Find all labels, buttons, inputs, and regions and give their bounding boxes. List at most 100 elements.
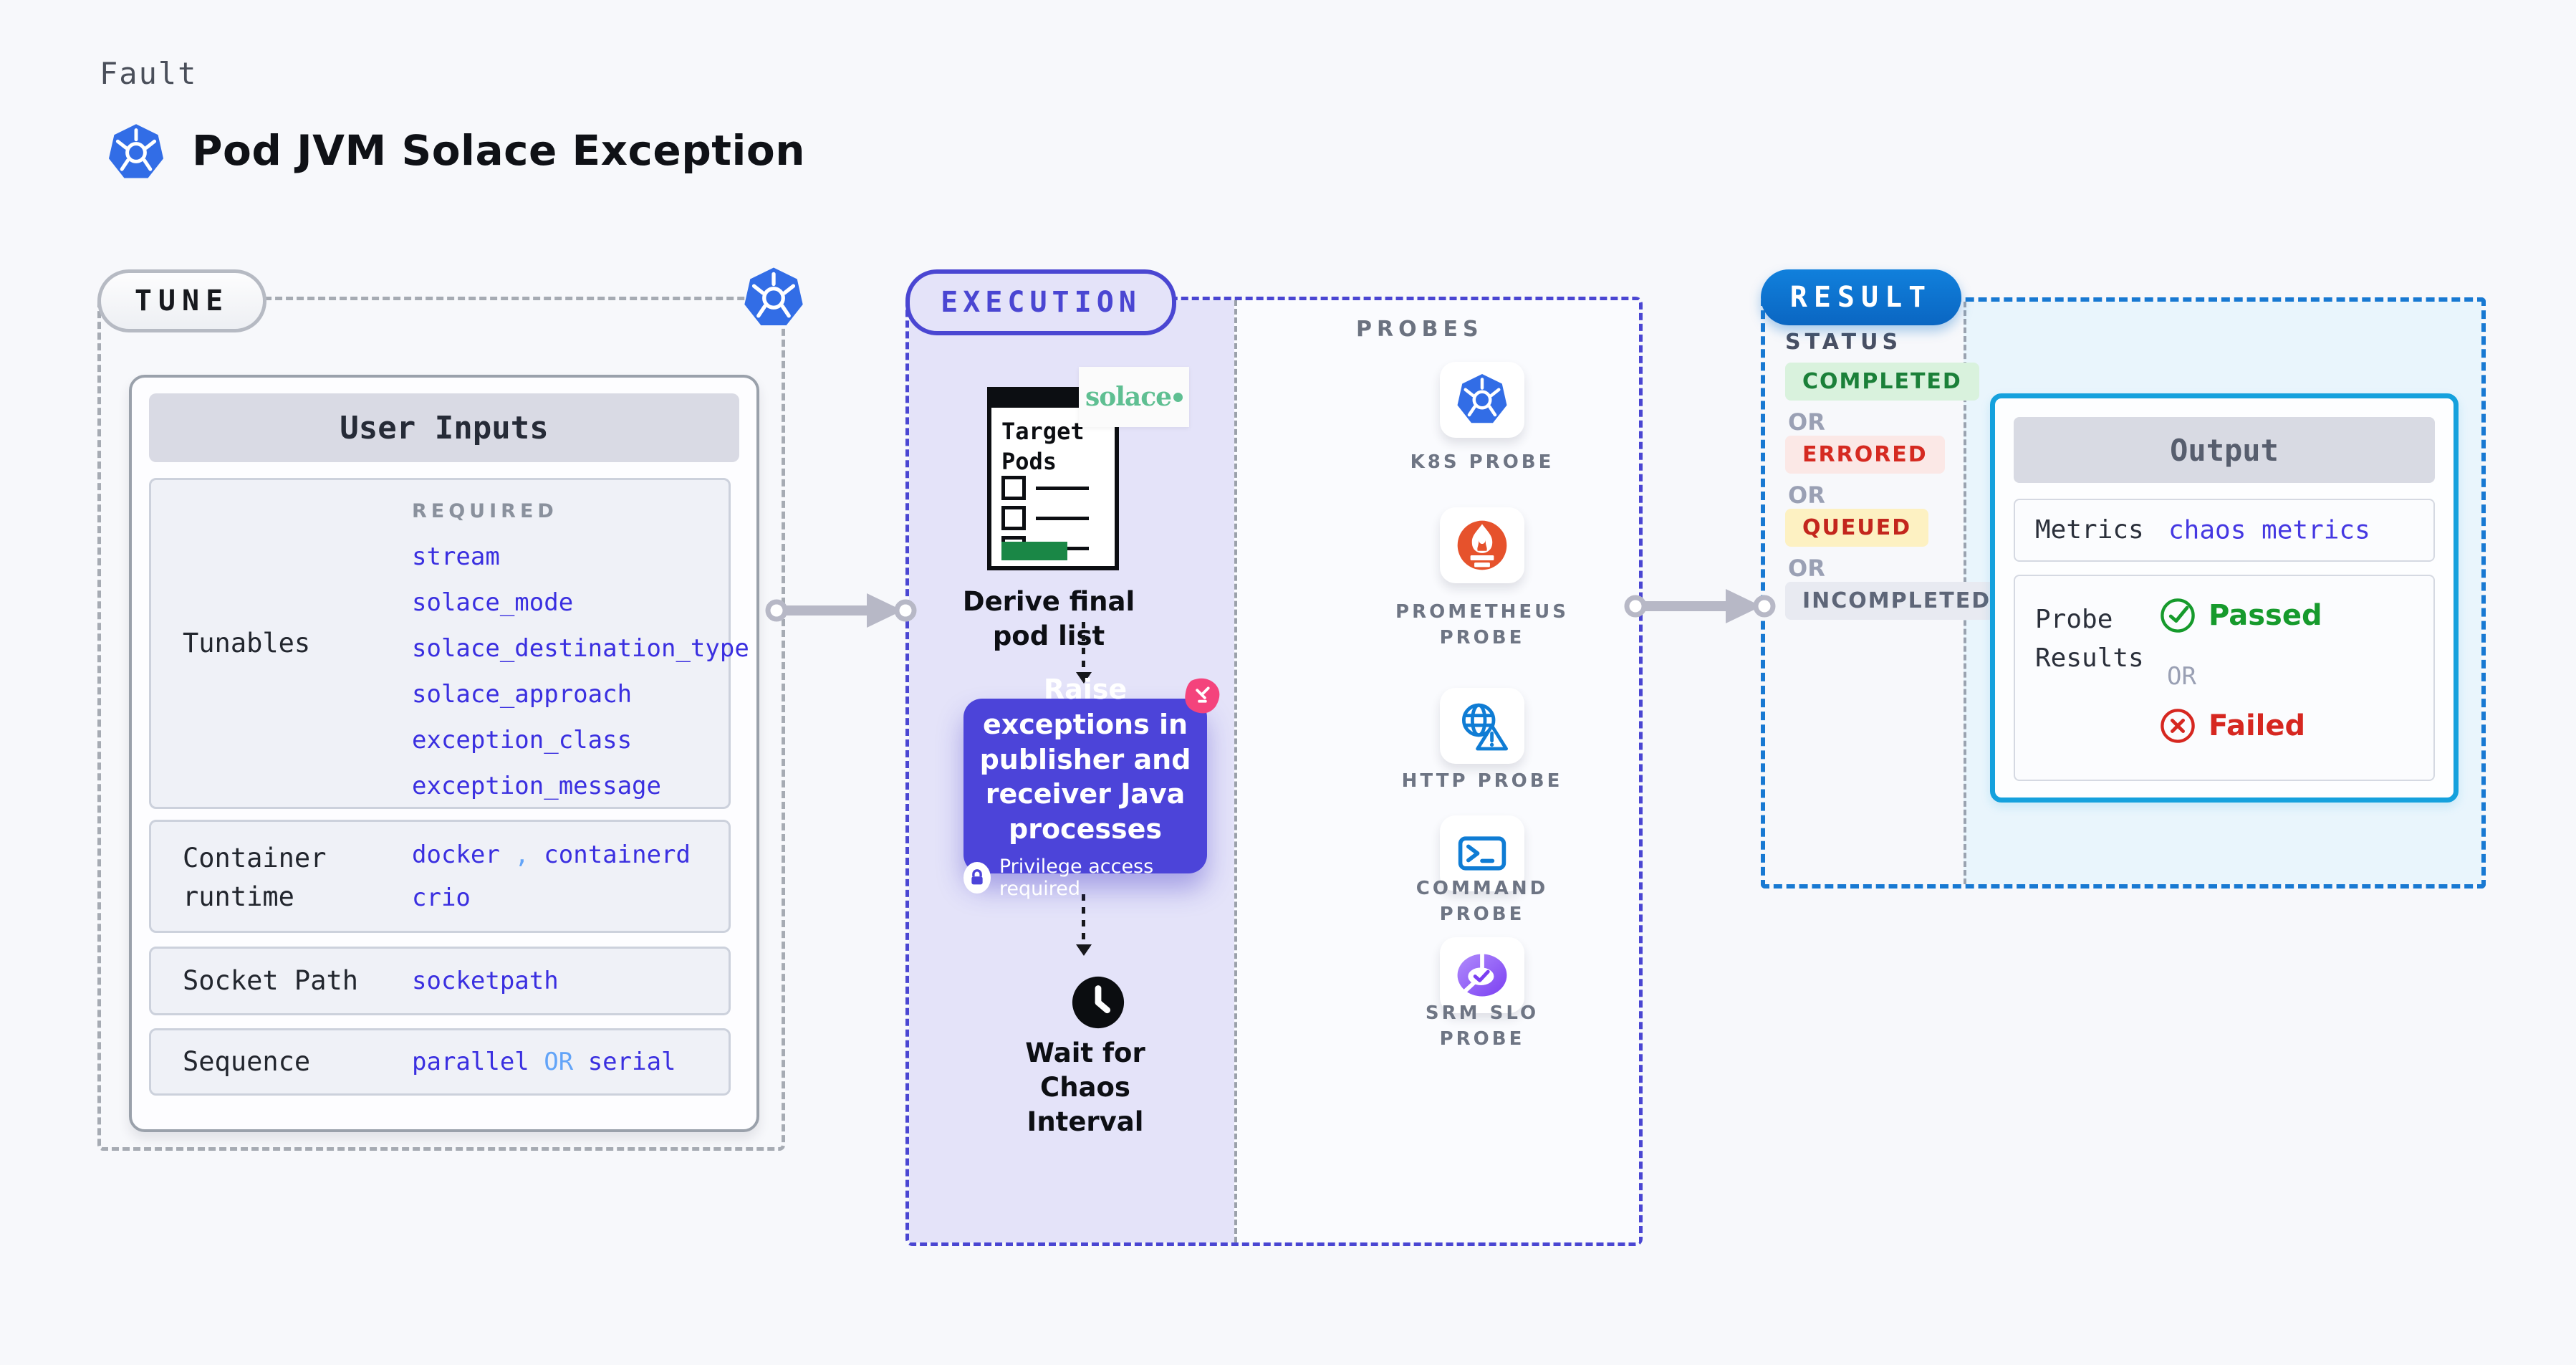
derive-step-text: Derive final pod list (962, 586, 1135, 652)
status-badge-incompleted: INCOMPLETED (1785, 582, 2009, 620)
tune-badge: TUNE (97, 269, 266, 332)
tunable-value: exception_message (412, 772, 661, 800)
k8s-probe-card (1440, 362, 1524, 438)
output-title: Output (2014, 417, 2435, 483)
page-title: Pod JVM Solace Exception (192, 126, 806, 175)
container-runtime-row: Container runtime docker , containerd cr… (149, 820, 731, 933)
x-circle-icon (2161, 709, 2195, 743)
status-heading: STATUS (1785, 330, 1903, 355)
metrics-value: chaos metrics (2168, 515, 2370, 545)
checkbox-icon (1001, 476, 1026, 500)
metrics-label: Metrics (2035, 515, 2144, 545)
terminal-icon (1453, 825, 1511, 882)
runtime-docker: docker (412, 840, 500, 869)
sequence-row: Sequence parallel OR serial (149, 1028, 731, 1096)
container-runtime-label: Container runtime (183, 843, 327, 912)
required-tag: REQUIRED (412, 500, 558, 522)
solace-logo-text: solace (1085, 382, 1172, 412)
chaos-icon (1185, 678, 1220, 714)
runtime-containerd: containerd (544, 840, 691, 869)
metrics-row: Metrics chaos metrics (2014, 499, 2435, 562)
list-line (1036, 486, 1089, 490)
kubernetes-icon (1455, 372, 1509, 428)
runtime-crio: crio (412, 883, 471, 912)
probes-area (1234, 300, 1639, 1242)
kubernetes-icon (106, 122, 166, 183)
probe-label: PROMETHEUS PROBE (1395, 601, 1569, 649)
prometheus-probe-card (1440, 507, 1524, 583)
prometheus-icon (1454, 517, 1510, 573)
probe-results-row: Probe Results Passed OR Failed (2014, 575, 2435, 781)
clock-icon (1072, 976, 1125, 1029)
tunable-value: solace_mode (412, 588, 574, 617)
sequence-value: parallel OR serial (412, 1048, 676, 1076)
sequence-serial: serial (587, 1048, 676, 1076)
probes-divider (1234, 300, 1237, 1242)
raise-exceptions-text: Raise exceptions in publisher and receiv… (979, 674, 1191, 845)
checkbox-icon (1001, 506, 1026, 530)
srm-slo-probe-card (1440, 937, 1524, 1013)
probe-label: HTTP PROBE (1401, 770, 1563, 792)
result-badge: RESULT (1761, 269, 1961, 325)
or-label: OR (1788, 482, 1825, 509)
socket-path-row: Socket Path socketpath (149, 947, 731, 1015)
sequence-label: Sequence (183, 1046, 311, 1078)
kubernetes-icon (741, 265, 807, 331)
tune-section (97, 297, 785, 1151)
passed-result: Passed (2158, 596, 2322, 635)
arrow-head (1075, 944, 1092, 956)
tunable-value: stream (412, 542, 500, 571)
flow-arrow-down (1075, 622, 1092, 684)
fault-kicker: Fault (100, 56, 198, 91)
wait-step-text: Wait for Chaos Interval (1025, 1038, 1145, 1138)
solace-logo-dot (1173, 392, 1183, 402)
slo-gauge-icon (1453, 946, 1512, 1005)
lock-icon (963, 861, 991, 894)
http-globe-icon (1453, 697, 1511, 755)
pod-list-item (1001, 506, 1089, 530)
tunables-row: Tunables REQUIRED stream solace_mode sol… (149, 478, 749, 809)
tunable-value: solace_destination_type (412, 634, 749, 663)
probes-heading: PROBES (1356, 317, 1484, 342)
status-badge-errored: ERRORED (1785, 436, 1945, 474)
command-probe-card (1440, 815, 1524, 891)
failed-result: Failed (2158, 707, 2305, 745)
solace-logo: solace (1079, 367, 1189, 427)
target-pods-title: Target Pods (1001, 418, 1085, 475)
privilege-note: Privilege access required (963, 856, 1207, 900)
or-label: OR (2167, 662, 2196, 691)
check-circle-icon (2161, 598, 2195, 633)
execution-badge: EXECUTION (905, 269, 1176, 335)
probe-label: K8S PROBE (1410, 451, 1554, 473)
privilege-note-text: Privilege access required (999, 855, 1154, 900)
output-panel: Output Metrics chaos metrics Probe Resul… (1990, 393, 2459, 803)
tunables-values: REQUIRED stream solace_mode solace_desti… (412, 500, 749, 800)
tunable-value: exception_class (412, 726, 633, 755)
or-label: OR (1788, 408, 1825, 436)
container-runtime-values: docker , containerd (412, 840, 691, 869)
user-inputs-title: User Inputs (149, 393, 739, 462)
sequence-parallel: parallel (412, 1048, 529, 1076)
tunables-label: Tunables (183, 628, 311, 659)
runtime-separator: , (514, 840, 529, 869)
failed-label: Failed (2209, 709, 2306, 742)
green-bar (1001, 542, 1067, 560)
sequence-or: OR (544, 1048, 574, 1076)
connector-arrow-execution-result (1624, 589, 1776, 623)
or-label: OR (1788, 555, 1825, 582)
socket-path-label: Socket Path (183, 965, 359, 997)
user-inputs-panel: User Inputs Tunables REQUIRED stream sol… (129, 375, 759, 1132)
http-probe-card (1440, 688, 1524, 764)
connector-arrow-tune-execution (765, 593, 917, 628)
tunable-value: solace_approach (412, 680, 633, 709)
list-line (1036, 516, 1089, 520)
status-badge-completed: COMPLETED (1785, 363, 1979, 401)
arrow-head (1075, 672, 1092, 684)
passed-label: Passed (2209, 599, 2322, 632)
probe-label: COMMAND PROBE (1416, 878, 1549, 926)
raise-exceptions-step: Raise exceptions in publisher and receiv… (963, 674, 1207, 900)
probe-label: SRM SLO PROBE (1425, 1002, 1539, 1050)
probe-results-label: Probe Results (2035, 605, 2144, 673)
socket-path-value: socketpath (412, 967, 559, 995)
